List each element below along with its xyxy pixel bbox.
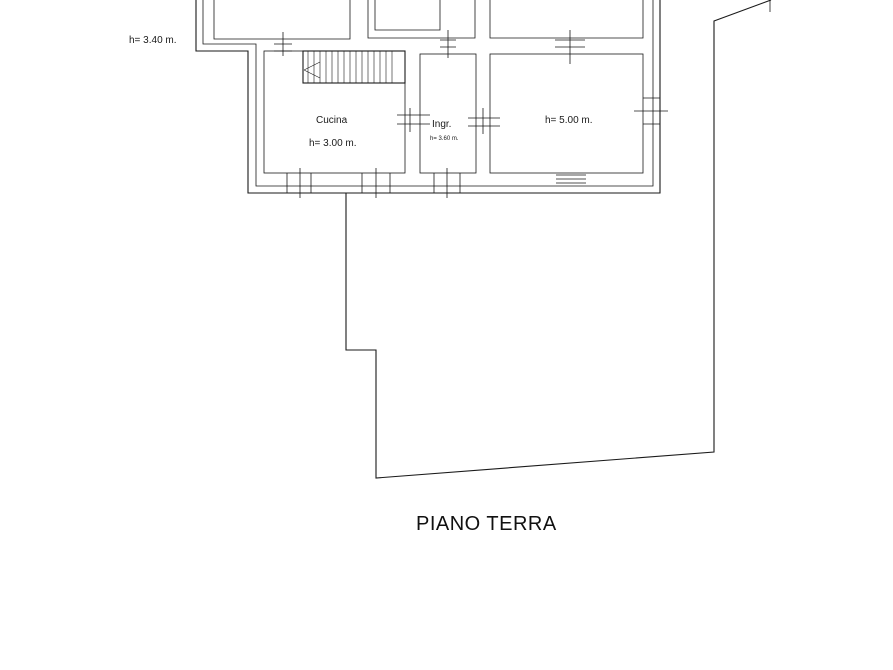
entrance-height-label: h= 3.60 m. bbox=[430, 136, 459, 142]
floor-title: PIANO TERRA bbox=[416, 513, 557, 535]
entrance-label: Ingr. bbox=[432, 119, 451, 130]
kitchen-room bbox=[263, 50, 406, 174]
top-rooms bbox=[213, 0, 644, 40]
right-room bbox=[489, 53, 644, 174]
top-left-height-label: h= 3.40 m. bbox=[129, 35, 177, 46]
right-room-height-label: h= 5.00 m. bbox=[545, 115, 593, 126]
courtyard-outline bbox=[345, 0, 772, 479]
kitchen-height-label: h= 3.00 m. bbox=[309, 138, 357, 149]
building-outline bbox=[195, 0, 661, 194]
entrance-room bbox=[419, 53, 477, 174]
stair bbox=[302, 50, 406, 84]
kitchen-label: Cucina bbox=[316, 115, 348, 126]
door-marks bbox=[274, 30, 668, 198]
